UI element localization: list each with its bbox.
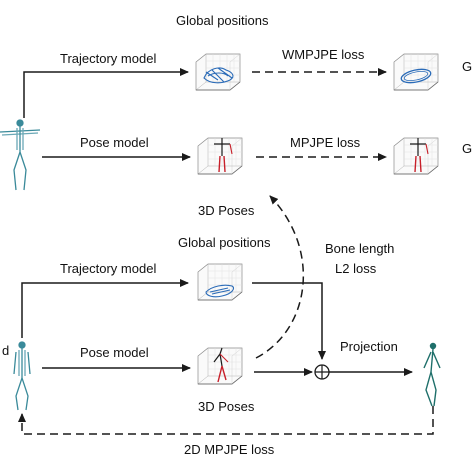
plot-3d-poses-bottom — [197, 347, 243, 385]
label-global-positions-bottom: Global positions — [178, 235, 271, 250]
label-mpjpe-loss: MPJPE loss — [290, 135, 361, 150]
label-pose-model-top: Pose model — [80, 135, 149, 150]
label-l2-loss: L2 loss — [335, 261, 377, 276]
plot-gt-global-positions — [393, 53, 439, 91]
label-gt-fragment-top-2: G — [462, 142, 473, 156]
skeleton-walking-icon — [13, 341, 31, 411]
label-wmpjpe-loss: WMPJPE loss — [282, 47, 365, 62]
plot-3d-poses-top — [197, 137, 243, 175]
skeleton-2d-projection-icon — [423, 342, 441, 407]
label-trajectory-model-top: Trajectory model — [60, 51, 157, 66]
plot-gt-3d-poses — [393, 137, 439, 175]
plot-global-positions-bottom — [197, 263, 243, 301]
label-gt-fragment-top-1: G — [462, 60, 473, 74]
label-bone-length: Bone length — [325, 241, 395, 256]
label-3d-poses-bottom: 3D Poses — [198, 399, 255, 414]
label-pose-model-bottom: Pose model — [80, 345, 149, 360]
label-global-positions-top: Global positions — [176, 13, 269, 28]
label-input-fragment: d — [2, 343, 10, 358]
arrow-trajectory-to-projection — [252, 282, 326, 360]
label-trajectory-model-bottom: Trajectory model — [60, 261, 157, 276]
arrow-bone-length-loss — [255, 195, 304, 359]
circled-plus-icon — [314, 364, 330, 380]
arrow-2d-mpjpe-loss — [18, 406, 434, 435]
plot-global-positions-top — [195, 53, 241, 91]
arrow-to-trajectory-top — [23, 68, 189, 118]
skeleton-tpose-icon — [0, 119, 41, 191]
arrow-to-trajectory-bottom — [21, 279, 189, 338]
label-3d-poses-top: 3D Poses — [198, 203, 255, 218]
label-2d-mpjpe-loss: 2D MPJPE loss — [184, 442, 275, 457]
label-projection: Projection — [340, 339, 398, 354]
